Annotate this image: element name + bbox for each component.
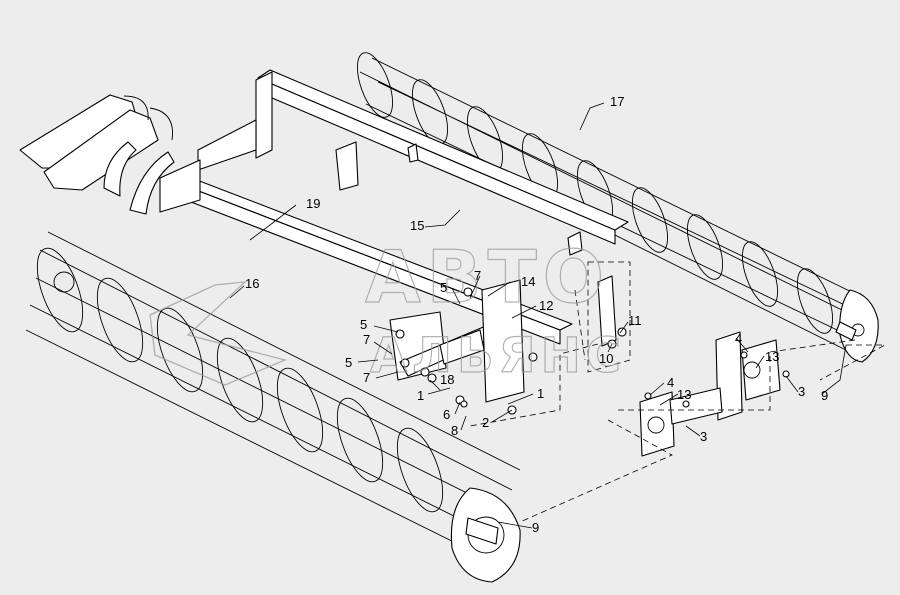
upper-roller [356, 52, 879, 363]
callout-7-c: 7 [363, 370, 370, 385]
callout-2: 2 [482, 415, 489, 430]
callouts: 17 19 15 16 5 7 14 12 5 7 5 7 18 1 1 6 8… [245, 94, 828, 535]
callout-17: 17 [610, 94, 624, 109]
callout-13-b: 13 [677, 387, 691, 402]
callout-3-b: 3 [700, 429, 707, 444]
callout-7-a: 7 [474, 268, 481, 283]
leader-lines [229, 102, 847, 529]
callout-14: 14 [521, 274, 535, 289]
callout-5-b: 5 [360, 317, 367, 332]
callout-5-c: 5 [345, 355, 352, 370]
watermark: АВТО АЛЬЯНС [149, 234, 626, 386]
watermark-line2: АЛЬЯНС [370, 328, 626, 384]
callout-16: 16 [245, 276, 259, 291]
callout-11: 11 [628, 313, 642, 328]
callout-9-a: 9 [821, 388, 828, 403]
callout-4-a: 4 [735, 331, 742, 346]
center-bracket [389, 279, 538, 415]
callout-5-a: 5 [440, 280, 447, 295]
callout-15: 15 [410, 218, 424, 233]
callout-19: 19 [306, 196, 320, 211]
callout-1-a: 1 [417, 388, 424, 403]
watermark-line1: АВТО [365, 235, 610, 319]
callout-10: 10 [599, 351, 613, 366]
lower-roller [25, 231, 521, 583]
callout-3-a: 3 [798, 384, 805, 399]
callout-6: 6 [443, 407, 450, 422]
callout-9-b: 9 [532, 520, 539, 535]
callout-7-b: 7 [363, 332, 370, 347]
hitch-arms [19, 94, 175, 215]
callout-4-b: 4 [667, 375, 674, 390]
callout-1-b: 1 [537, 386, 544, 401]
bearing-assemblies [597, 275, 790, 457]
callout-12: 12 [539, 298, 553, 313]
watermark-logo-icon [149, 281, 288, 386]
callout-8: 8 [451, 423, 458, 438]
alignment-lines [469, 261, 886, 523]
callout-13-a: 13 [765, 349, 779, 364]
callout-18: 18 [440, 372, 454, 387]
